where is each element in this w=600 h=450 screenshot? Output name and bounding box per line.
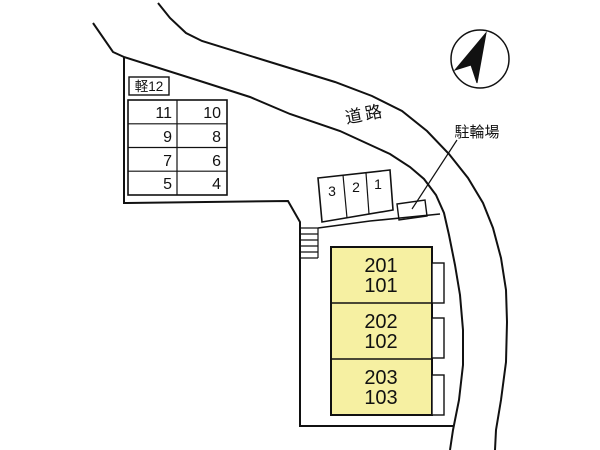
- balcony-unit-3: [431, 374, 445, 416]
- bicycle-parking-leader-line: [411, 139, 458, 210]
- stall-6: 6: [212, 153, 221, 170]
- stall-7: 7: [163, 153, 172, 170]
- compass-circle: [450, 29, 510, 89]
- boundary-top-left-corner: [92, 22, 125, 58]
- building: 201 101 202 102 203 103: [330, 246, 445, 416]
- kei-parking-area: 軽12 11 10 9 8 7 6 5 4: [127, 76, 228, 196]
- balcony-unit-1: [431, 262, 445, 304]
- bicycle-parking-outline: [396, 199, 428, 221]
- stall-divider: [342, 174, 348, 219]
- kei-label-box: [128, 76, 170, 96]
- kei-label: 軽12: [135, 79, 164, 94]
- building-outline: [330, 246, 433, 416]
- road-inner-edge-site-boundary: [123, 56, 464, 450]
- road: 道路: [123, 2, 509, 450]
- unit-103: 103: [364, 387, 397, 409]
- unit-102: 102: [364, 331, 397, 353]
- stall-2: 2: [352, 179, 360, 195]
- north-arrow-icon: [453, 31, 487, 84]
- stall-divider: [365, 172, 370, 215]
- stall-11: 11: [155, 105, 172, 122]
- stairs: [300, 227, 319, 259]
- stall-9: 9: [163, 129, 172, 146]
- bicycle-parking-label: 駐輪場: [454, 124, 499, 141]
- road-outer-edge: [157, 2, 509, 450]
- building-pad-top-edge: [317, 213, 441, 229]
- stall-1: 1: [374, 176, 382, 192]
- bicycle-parking: 駐輪場: [396, 124, 500, 221]
- boundary-left-and-step-corner: [123, 57, 454, 427]
- road-label: 道路: [344, 101, 387, 127]
- north-compass: [450, 29, 510, 89]
- unit-201: 201: [364, 255, 397, 277]
- stall-4: 4: [212, 176, 221, 193]
- front-stalls-outline: [317, 169, 394, 223]
- unit-203: 203: [364, 367, 397, 389]
- balcony-unit-2: [431, 317, 445, 359]
- unit-101: 101: [364, 275, 397, 297]
- stall-3: 3: [328, 183, 336, 199]
- front-parking-row: 3 2 1: [317, 169, 394, 223]
- site-boundary-left: [92, 22, 454, 427]
- stall-10: 10: [203, 105, 221, 122]
- stall-5: 5: [163, 176, 172, 193]
- stall-8: 8: [212, 129, 221, 146]
- unit-202: 202: [364, 311, 397, 333]
